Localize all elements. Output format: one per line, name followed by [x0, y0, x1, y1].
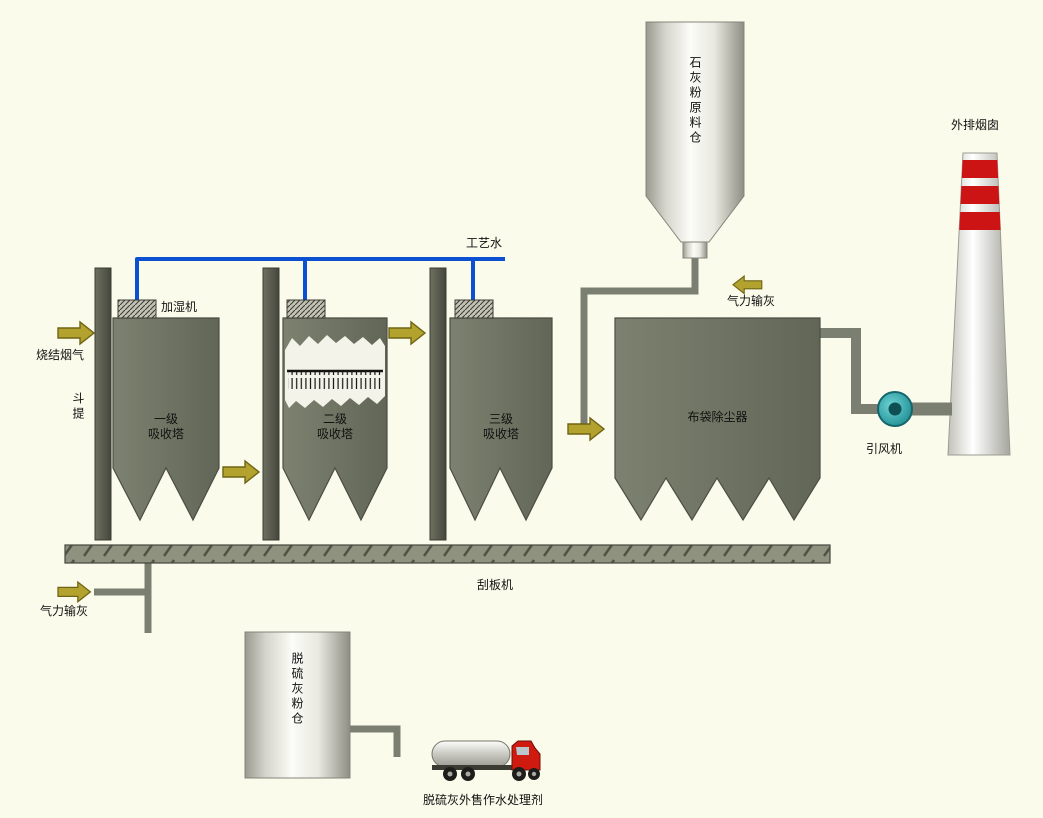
label-sinter-flue-gas: 烧结烟气 [36, 348, 85, 362]
label-lime-silo: 石灰粉原料仓 [688, 56, 702, 146]
humidifier-3 [454, 299, 494, 319]
label-pneumatic-ash-top: 气力输灰 [727, 294, 776, 308]
lime-silo [645, 21, 745, 259]
label-process-water: 工艺水 [466, 236, 503, 250]
label-chimney: 外排烟囱 [951, 118, 1000, 132]
bag-dust-collector [614, 317, 821, 522]
truck-window [516, 747, 529, 755]
absorption-tower-2 [282, 317, 388, 522]
label-ash-silo: 脱硫灰粉仓 [290, 652, 304, 727]
induced-draft-fan [877, 391, 913, 427]
arrow-tower2-to-tower3 [388, 321, 426, 345]
label-baghouse: 布袋除尘器 [687, 410, 748, 424]
arrow-pneumatic-bottom [57, 581, 92, 603]
humidifier-2 [286, 299, 326, 319]
ash-silo [244, 631, 351, 779]
label-truck-note: 脱硫灰外售作水处理剂 [423, 793, 544, 807]
label-pneumatic-ash-bottom: 气力输灰 [40, 604, 89, 618]
humidifier-1 [117, 299, 157, 319]
label-bucket-elevator: 斗提 [71, 392, 85, 422]
label-scraper: 刮板机 [477, 578, 514, 592]
absorption-tower-1 [112, 317, 220, 522]
label-tower2: 二级 吸收塔 [316, 412, 353, 441]
lime-feed-pipe [580, 256, 699, 428]
baghouse-outlet-duct [818, 328, 879, 414]
absorption-tower-3 [449, 317, 553, 522]
label-humidifier: 加湿机 [161, 300, 198, 314]
bucket-elevator-3 [429, 267, 447, 541]
label-fan: 引风机 [866, 442, 903, 456]
label-tower1: 一级 吸收塔 [147, 412, 184, 441]
label-tower3: 三级 吸收塔 [482, 412, 519, 441]
arrow-pneumatic-top [732, 275, 763, 295]
chimney [947, 152, 1011, 456]
bucket-elevator-1 [94, 267, 112, 541]
bucket-elevator-2 [262, 267, 280, 541]
ash-silo-outlet-pipe [350, 725, 401, 757]
tanker-truck [431, 740, 541, 781]
arrow-tower1-to-tower2 [222, 460, 260, 484]
scraper-conveyor [64, 544, 831, 564]
arrow-flue-gas-in [57, 321, 95, 345]
process-water-line [135, 257, 505, 302]
